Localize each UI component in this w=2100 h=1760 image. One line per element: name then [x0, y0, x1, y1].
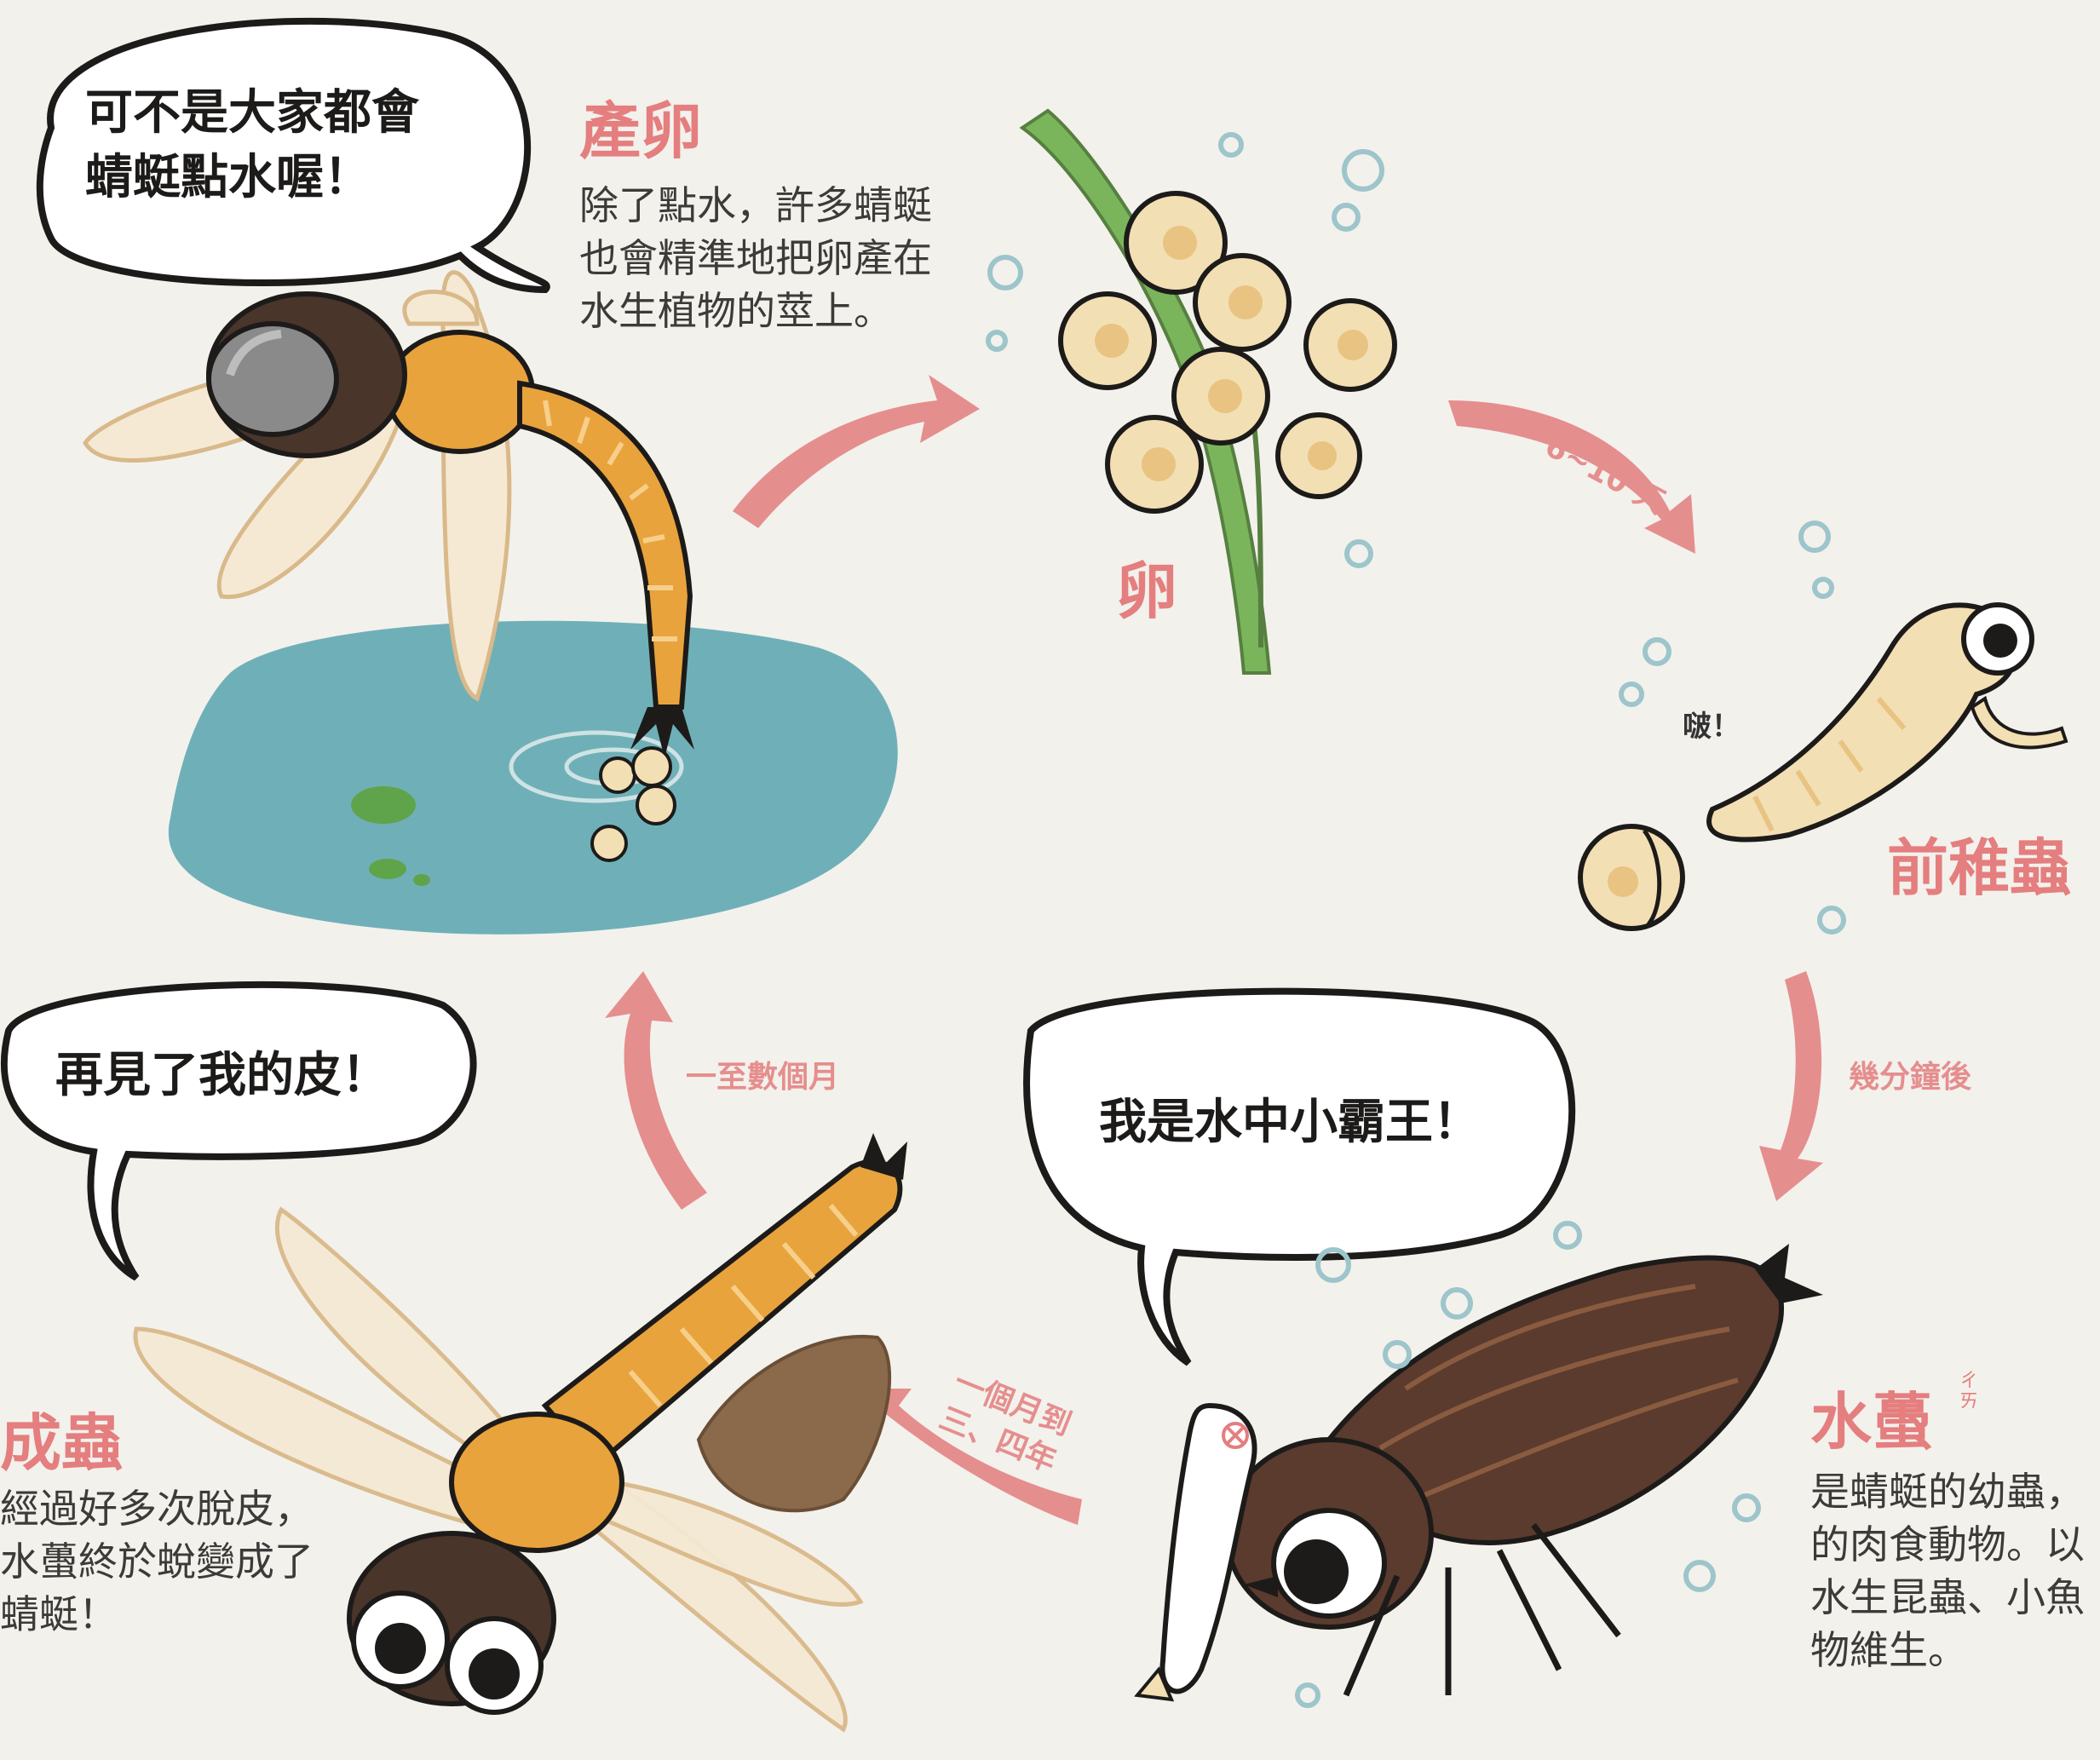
label-adult-to-laying: 一至數個月 [686, 1052, 839, 1096]
eggs-on-stem [1022, 111, 1395, 673]
ruby-nymph: ㄔ ㄞ [1959, 1372, 1978, 1412]
arrow-laying-to-egg [733, 375, 980, 528]
desc-adult: 經過好多次脫皮， 水蠆終於蛻變成了 蜻蜓！ [0, 1482, 314, 1641]
desc-oviposition: 除了點水，許多蜻蜓 也會精準地把卵產在 水生植物的莖上。 [579, 179, 932, 337]
sound-pop: 啵！ [1683, 703, 1740, 745]
bubble-text-nymph: 我是水中小霸王！ [1099, 1090, 1481, 1155]
title-nymph: 水蠆 [1810, 1372, 1933, 1461]
desc-nymph: 是蜻蜓的幼蟲， 的肉食動物。以 水生昆蟲、小魚 物維生。 [1810, 1465, 2085, 1677]
bubble-middle [1027, 992, 1572, 1363]
bubble-text-laying: 可不是大家都會 蜻蜓點水喔！ [85, 81, 419, 210]
bubble-left [4, 985, 474, 1278]
title-oviposition: 產卵 [579, 81, 702, 170]
arrow-prolarva-to-nymph [1759, 971, 1823, 1201]
title-adult: 成蟲 [0, 1393, 123, 1482]
nymph [1137, 1244, 1823, 1700]
bubble-text-molting: 再見了我的皮！ [55, 1044, 389, 1108]
pond [169, 621, 898, 935]
label-prolarva-to-nymph: 幾分鐘後 [1849, 1052, 1971, 1096]
title-prolarva: 前稚蟲 [1887, 818, 2071, 907]
title-egg: 卵 [1116, 541, 1177, 630]
